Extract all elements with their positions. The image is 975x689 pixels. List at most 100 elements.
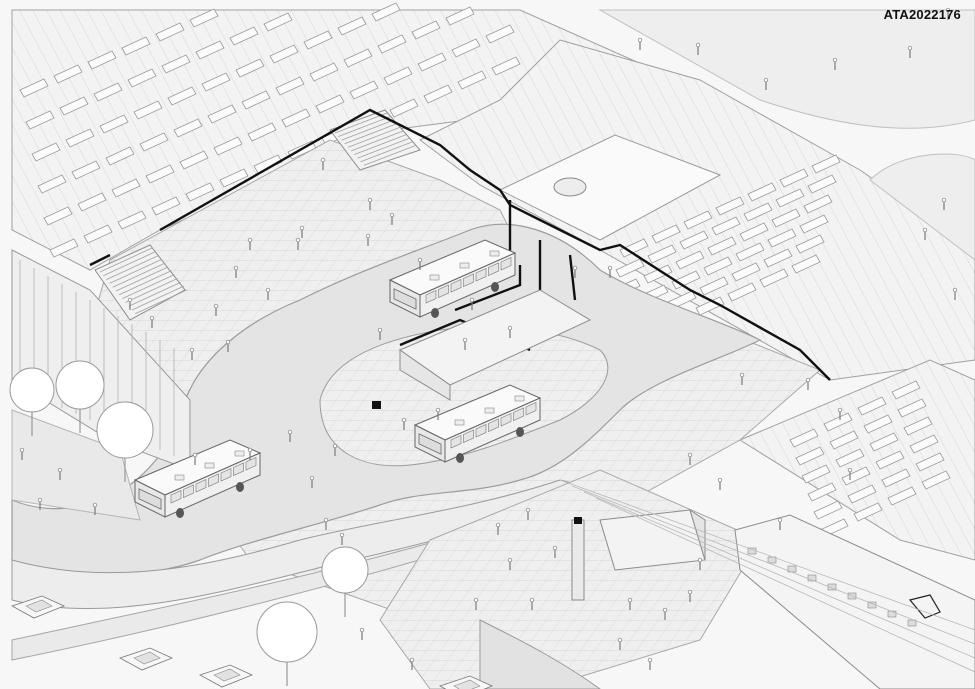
person-head [225, 339, 231, 345]
person-head [339, 532, 345, 538]
bus-window [463, 429, 474, 443]
solar-panel [795, 446, 825, 466]
car-cabin [213, 668, 241, 682]
bus-roof-hatch [454, 419, 465, 426]
solar-panel [743, 202, 773, 222]
rail-line [559, 479, 975, 631]
kiosk-side [399, 349, 451, 401]
rail-line [571, 485, 975, 645]
solar-panel [791, 254, 821, 274]
bus-window [450, 279, 462, 293]
solar-panel [185, 182, 215, 202]
train-window [807, 574, 817, 582]
person-head [389, 212, 395, 218]
solar-panel [49, 238, 79, 258]
solar-panel [389, 98, 419, 118]
column-sign [574, 517, 582, 524]
solar-panel [37, 174, 67, 194]
person-head [473, 597, 479, 603]
solar-panel [679, 230, 709, 250]
person-head [941, 197, 947, 203]
person-head [287, 429, 293, 435]
person-head [739, 372, 745, 378]
train-window [907, 619, 917, 627]
solar-panel [803, 194, 833, 214]
solar-panel [411, 20, 441, 40]
solar-panel [83, 224, 113, 244]
bus-window [500, 257, 512, 271]
solar-panel [155, 22, 185, 42]
solar-panel [881, 468, 911, 488]
person-head [832, 57, 838, 63]
person-head [687, 589, 693, 595]
person-head [507, 557, 513, 563]
central-boarding-island [319, 326, 609, 467]
bin-marker [372, 401, 381, 409]
solar-panel [445, 6, 475, 26]
bus-wheel [491, 282, 499, 292]
tree-canopy [9, 367, 55, 413]
solar-panel [887, 486, 917, 506]
solar-panel [897, 398, 927, 418]
person-head [469, 297, 475, 303]
solar-panel [869, 432, 899, 452]
solar-panel [309, 62, 339, 82]
pedestrians [19, 7, 958, 670]
solar-panel [703, 256, 733, 276]
solar-panel [915, 452, 945, 472]
solar-panel [423, 84, 453, 104]
stair-tread [135, 289, 188, 315]
solar-panel [619, 238, 649, 258]
solar-panel [229, 26, 259, 46]
solar-panel [813, 500, 843, 520]
person-head [19, 447, 25, 453]
solar-panel [767, 228, 797, 248]
person-head [529, 597, 535, 603]
bus-roof-hatch [489, 250, 500, 257]
solar-panel [31, 142, 61, 162]
solar-panel [133, 100, 163, 120]
solar-panel [835, 448, 865, 468]
person-head [435, 407, 441, 413]
solar-panel [799, 214, 829, 234]
tree-canopy [256, 601, 318, 663]
person-head [295, 237, 301, 243]
stair-tread [119, 270, 172, 296]
solar-panel [853, 502, 883, 522]
person-head [847, 467, 853, 473]
person-head [417, 257, 423, 263]
stair-left-treads [99, 247, 188, 315]
solar-panel [71, 160, 101, 180]
solar-panel [53, 64, 83, 84]
solar-panel [263, 12, 293, 32]
bus-windshield [138, 488, 162, 510]
solar-panel [207, 104, 237, 124]
solar-panel [43, 206, 73, 226]
tree-canopy [55, 360, 105, 410]
bus-left [133, 439, 262, 518]
solar-panel [179, 150, 209, 170]
person-head [320, 157, 326, 163]
bus-windshield [418, 433, 442, 455]
stair-tread [131, 285, 185, 311]
person-head [495, 522, 501, 528]
bus-middle [413, 384, 542, 463]
trees [9, 360, 369, 686]
lower-roof-solar-panels [789, 380, 951, 538]
stair-tread [357, 137, 410, 159]
solar-panel [707, 236, 737, 256]
solar-panel [683, 210, 713, 230]
solar-panel [909, 434, 939, 454]
solar-panel [847, 484, 877, 504]
person-head [662, 607, 668, 613]
solar-panel [343, 48, 373, 68]
person-head [697, 557, 703, 563]
train-window [747, 547, 757, 555]
solar-panel [247, 122, 277, 142]
solar-panel [647, 244, 677, 264]
solar-panel [491, 56, 521, 76]
bus-window [500, 413, 512, 427]
solar-panel [139, 132, 169, 152]
roof-skylight-opening [498, 134, 722, 241]
solar-panel [675, 250, 705, 270]
